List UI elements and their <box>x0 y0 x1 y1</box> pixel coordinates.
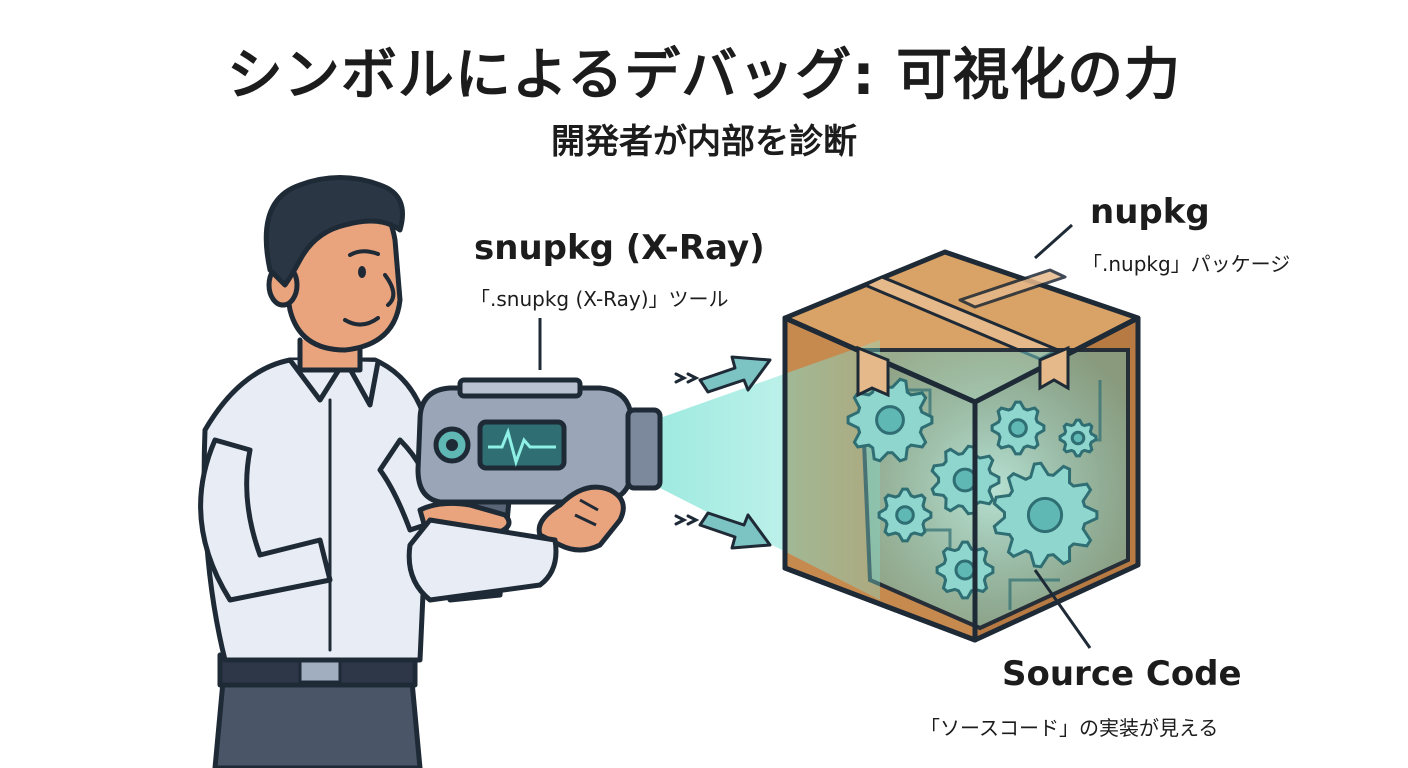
gear-hub <box>1026 496 1064 534</box>
package-leader-line <box>1034 223 1073 260</box>
source-label-caption: 「ソースコード」の実装が見える <box>920 716 1219 740</box>
arrow-icon <box>698 355 772 550</box>
page-title: シンボルによるデバッグ: 可視化の力 <box>226 43 1182 108</box>
gear-hub <box>875 405 905 435</box>
waveform-icon <box>488 427 556 467</box>
source-label-heading: Source Code <box>1002 654 1242 694</box>
package-label-heading: nupkg <box>1090 192 1210 232</box>
xray-beam <box>660 340 880 600</box>
gear-hub <box>1070 430 1086 446</box>
gear-hub <box>954 559 976 581</box>
xray-label-heading: snupkg (X-Ray) <box>474 228 765 268</box>
person-figure <box>198 175 443 768</box>
gear-hub <box>1008 418 1028 438</box>
gear-hub <box>895 505 915 525</box>
xray-label-caption: 「.snupkg (X-Ray)」ツール <box>470 287 729 311</box>
page-subtitle: 開発者が内部を診断 <box>551 122 857 162</box>
box-tape-flap <box>856 345 890 398</box>
source-leader-line <box>1033 569 1092 649</box>
package-label-caption: 「.nupkg」パッケージ <box>1082 252 1291 276</box>
